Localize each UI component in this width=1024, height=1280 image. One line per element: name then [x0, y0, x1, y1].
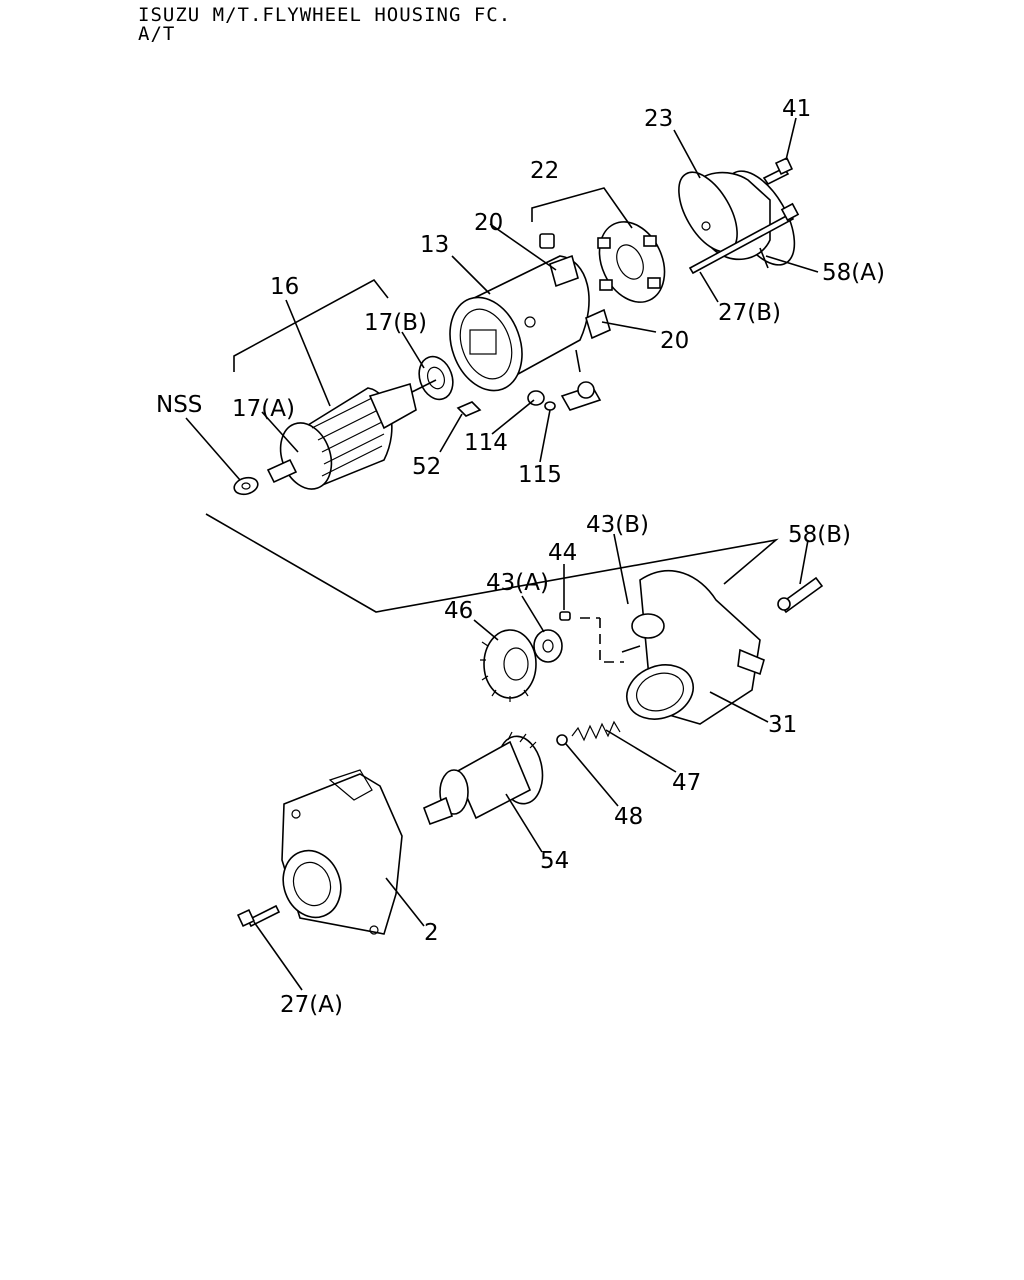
label-114: 114: [464, 430, 508, 456]
part-47-spring[interactable]: [571, 720, 621, 742]
label-nss: NSS: [156, 392, 202, 418]
part-43a-gear[interactable]: [533, 629, 563, 663]
header-model-line: ISUZU M/T.FLYWHEEL HOUSING FC.: [138, 4, 512, 26]
part-58b-lead-wire[interactable]: [777, 576, 824, 614]
label-27b: 27(B): [718, 300, 781, 326]
leader-lines: [185, 117, 819, 991]
part-22-brush-holder[interactable]: [539, 211, 677, 312]
label-44: 44: [548, 540, 577, 566]
label-23: 23: [644, 106, 673, 132]
assembly-outline: [205, 513, 779, 613]
label-43a: 43(A): [486, 570, 549, 596]
diagram-header: ISUZU M/T.FLYWHEEL HOUSING FC. A/T: [138, 6, 511, 44]
label-46: 46: [444, 598, 473, 624]
label-52: 52: [412, 454, 441, 480]
label-41: 41: [782, 96, 811, 122]
part-54-pinion-clutch[interactable]: [422, 731, 548, 826]
label-17a: 17(A): [232, 396, 295, 422]
part-115-washer[interactable]: [544, 401, 556, 411]
label-48: 48: [614, 804, 643, 830]
part-48-ball[interactable]: [556, 734, 568, 746]
label-54: 54: [540, 848, 569, 874]
header-transmission-line: A/T: [138, 23, 176, 45]
callout-labels: 41 23 22 20 13 58(A) 27(B) 20 16 17(B) N…: [156, 96, 885, 1018]
label-16: 16: [270, 274, 299, 300]
part-52-plate[interactable]: [456, 401, 482, 417]
part-27b-through-bolt[interactable]: [688, 202, 800, 275]
label-115: 115: [518, 462, 562, 488]
label-20-right: 20: [660, 328, 689, 354]
part-27a-bolt[interactable]: [236, 904, 281, 928]
label-2: 2: [424, 920, 439, 946]
part-46-gear[interactable]: [480, 629, 537, 702]
label-22: 22: [530, 158, 559, 184]
part-41-screw[interactable]: [762, 156, 794, 186]
part-16-armature[interactable]: [266, 379, 437, 496]
label-13: 13: [420, 232, 449, 258]
part-31-center-bracket[interactable]: [619, 569, 765, 728]
label-58a: 58(A): [822, 260, 885, 286]
alignment-dashed-line: [599, 618, 624, 663]
label-47: 47: [672, 770, 701, 796]
part-2-front-housing[interactable]: [274, 769, 403, 935]
part-17b-bearing[interactable]: [413, 352, 458, 404]
part-13-yoke[interactable]: [438, 254, 611, 411]
part-44-pin[interactable]: [559, 611, 571, 621]
label-27a: 27(A): [280, 992, 343, 1018]
part-nss-washer[interactable]: [232, 475, 259, 497]
label-31: 31: [768, 712, 797, 738]
label-43b: 43(B): [586, 512, 649, 538]
label-17b: 17(B): [364, 310, 427, 336]
label-58b: 58(B): [788, 522, 851, 548]
label-20-top: 20: [474, 210, 503, 236]
